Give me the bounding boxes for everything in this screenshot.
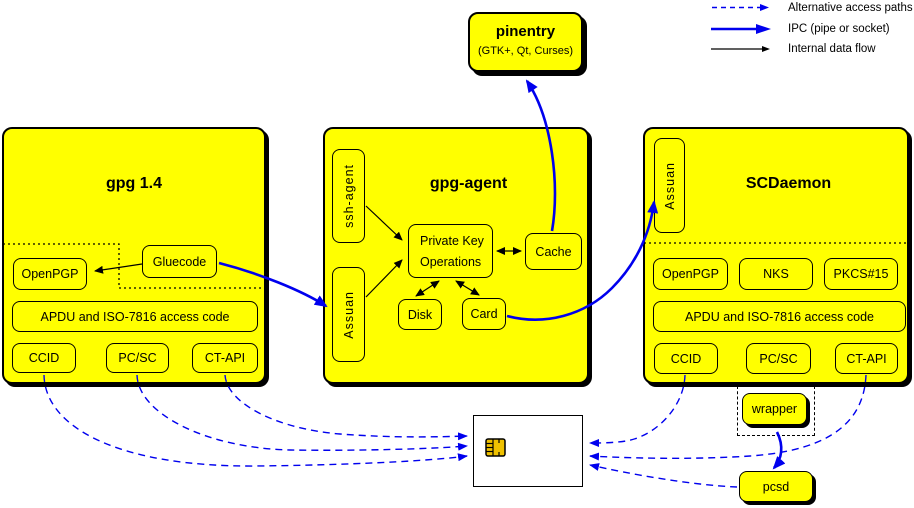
gpg14-pcsc-box: PC/SC xyxy=(106,343,169,373)
gpg14-ctapi-label: CT-API xyxy=(204,351,246,365)
gpg14-ccid-box: CCID xyxy=(12,343,76,373)
pinentry-box: pinentry (GTK+, Qt, Curses) xyxy=(468,12,583,72)
disk-label: Disk xyxy=(407,307,433,322)
gpg14-ctapi-box: CT-API xyxy=(192,343,258,373)
scdaemon-assuan-box: Assuan xyxy=(654,138,685,233)
dashed-scdaemon-ctapi-to-smartcard xyxy=(589,374,867,461)
wrapper-box: wrapper xyxy=(742,393,807,425)
gpg14-apdu-label: APDU and ISO-7816 access code xyxy=(40,309,230,324)
card-label: Card xyxy=(470,307,498,321)
disk-box: Disk xyxy=(398,299,442,330)
smartcard-chip-icon xyxy=(485,438,506,457)
scdaemon-ccid-label: CCID xyxy=(670,351,702,366)
gpg14-gluecode-box: Gluecode xyxy=(142,245,217,278)
scdaemon-ctapi-box: CT-API xyxy=(835,343,898,374)
dashed-blue-arrow-icon xyxy=(712,4,769,11)
gpg-agent-assuan-label: Assuan xyxy=(341,290,356,339)
pcsd-label: pcsd xyxy=(762,479,790,494)
gpg14-apdu-box: APDU and ISO-7816 access code xyxy=(12,301,258,332)
scdaemon-pkcs15-label: PKCS#15 xyxy=(833,267,889,281)
gpg14-ccid-label: CCID xyxy=(28,351,60,365)
scdaemon-title: SCDaemon xyxy=(745,175,832,192)
dashed-pcsd-to-smartcard xyxy=(589,463,738,488)
scdaemon-pcsc-box: PC/SC xyxy=(746,343,811,374)
pinentry-title: pinentry xyxy=(495,23,556,40)
scdaemon-pcsc-label: PC/SC xyxy=(759,351,798,366)
dashed-gpg14-ctapi-to-smartcard xyxy=(224,374,468,441)
scdaemon-box xyxy=(643,127,909,384)
gpg14-gluecode-label: Gluecode xyxy=(152,254,207,269)
gpg14-title: gpg 1.4 xyxy=(105,175,162,192)
scdaemon-ccid-box: CCID xyxy=(654,343,718,374)
dashed-scdaemon-ccid-to-smartcard xyxy=(589,374,686,447)
dashed-gpg14-ccid-to-smartcard xyxy=(43,374,468,467)
gpg-agent-ssh-agent-label: ssh-agent xyxy=(341,164,356,228)
legend-item-internal: Internal data flow xyxy=(710,43,876,55)
scdaemon-openpgp-box: OpenPGP xyxy=(653,258,728,290)
legend-label-alternative: Alternative access paths xyxy=(788,1,913,14)
gpg-agent-assuan-box: Assuan xyxy=(332,267,365,362)
black-arrow-icon xyxy=(711,46,770,52)
scdaemon-assuan-label: Assuan xyxy=(662,161,677,210)
legend-item-alternative: Alternative access paths xyxy=(711,1,913,14)
dashed-gpg14-pcsc-to-smartcard xyxy=(136,374,468,451)
scdaemon-openpgp-label: OpenPGP xyxy=(662,267,719,281)
scdaemon-nks-label: NKS xyxy=(763,267,789,281)
scdaemon-apdu-box: APDU and ISO-7816 access code xyxy=(653,301,906,332)
smartcard-box xyxy=(473,415,583,487)
scdaemon-nks-box: NKS xyxy=(739,258,813,290)
gpg14-openpgp-label: OpenPGP xyxy=(21,267,79,281)
cache-label: Cache xyxy=(535,244,572,259)
legend-item-ipc: IPC (pipe or socket) xyxy=(710,22,890,36)
gpg-agent-ssh-agent-box: ssh-agent xyxy=(332,149,365,243)
arrow-wrapper-to-pcsd xyxy=(772,431,786,470)
solid-blue-arrow-icon xyxy=(711,24,771,34)
private-key-operations-box: Private Key Operations xyxy=(408,224,493,278)
gpg14-pcsc-label: PC/SC xyxy=(118,351,157,365)
wrapper-label: wrapper xyxy=(751,402,798,416)
pko-line2: Operations xyxy=(420,255,482,269)
scdaemon-ctapi-label: CT-API xyxy=(846,351,887,366)
pko-line1: Private Key xyxy=(420,234,484,248)
scdaemon-pkcs15-box: PKCS#15 xyxy=(824,258,898,290)
legend-label-internal: Internal data flow xyxy=(788,43,876,55)
gpg-agent-title: gpg-agent xyxy=(429,175,508,192)
gpg14-openpgp-box: OpenPGP xyxy=(13,258,87,290)
legend-label-ipc: IPC (pipe or socket) xyxy=(788,23,890,35)
pinentry-subtitle: (GTK+, Qt, Curses) xyxy=(477,45,574,57)
pcsd-box: pcsd xyxy=(739,471,813,502)
cache-box: Cache xyxy=(525,233,582,270)
scdaemon-apdu-label: APDU and ISO-7816 access code xyxy=(685,309,874,324)
card-box: Card xyxy=(462,298,506,330)
